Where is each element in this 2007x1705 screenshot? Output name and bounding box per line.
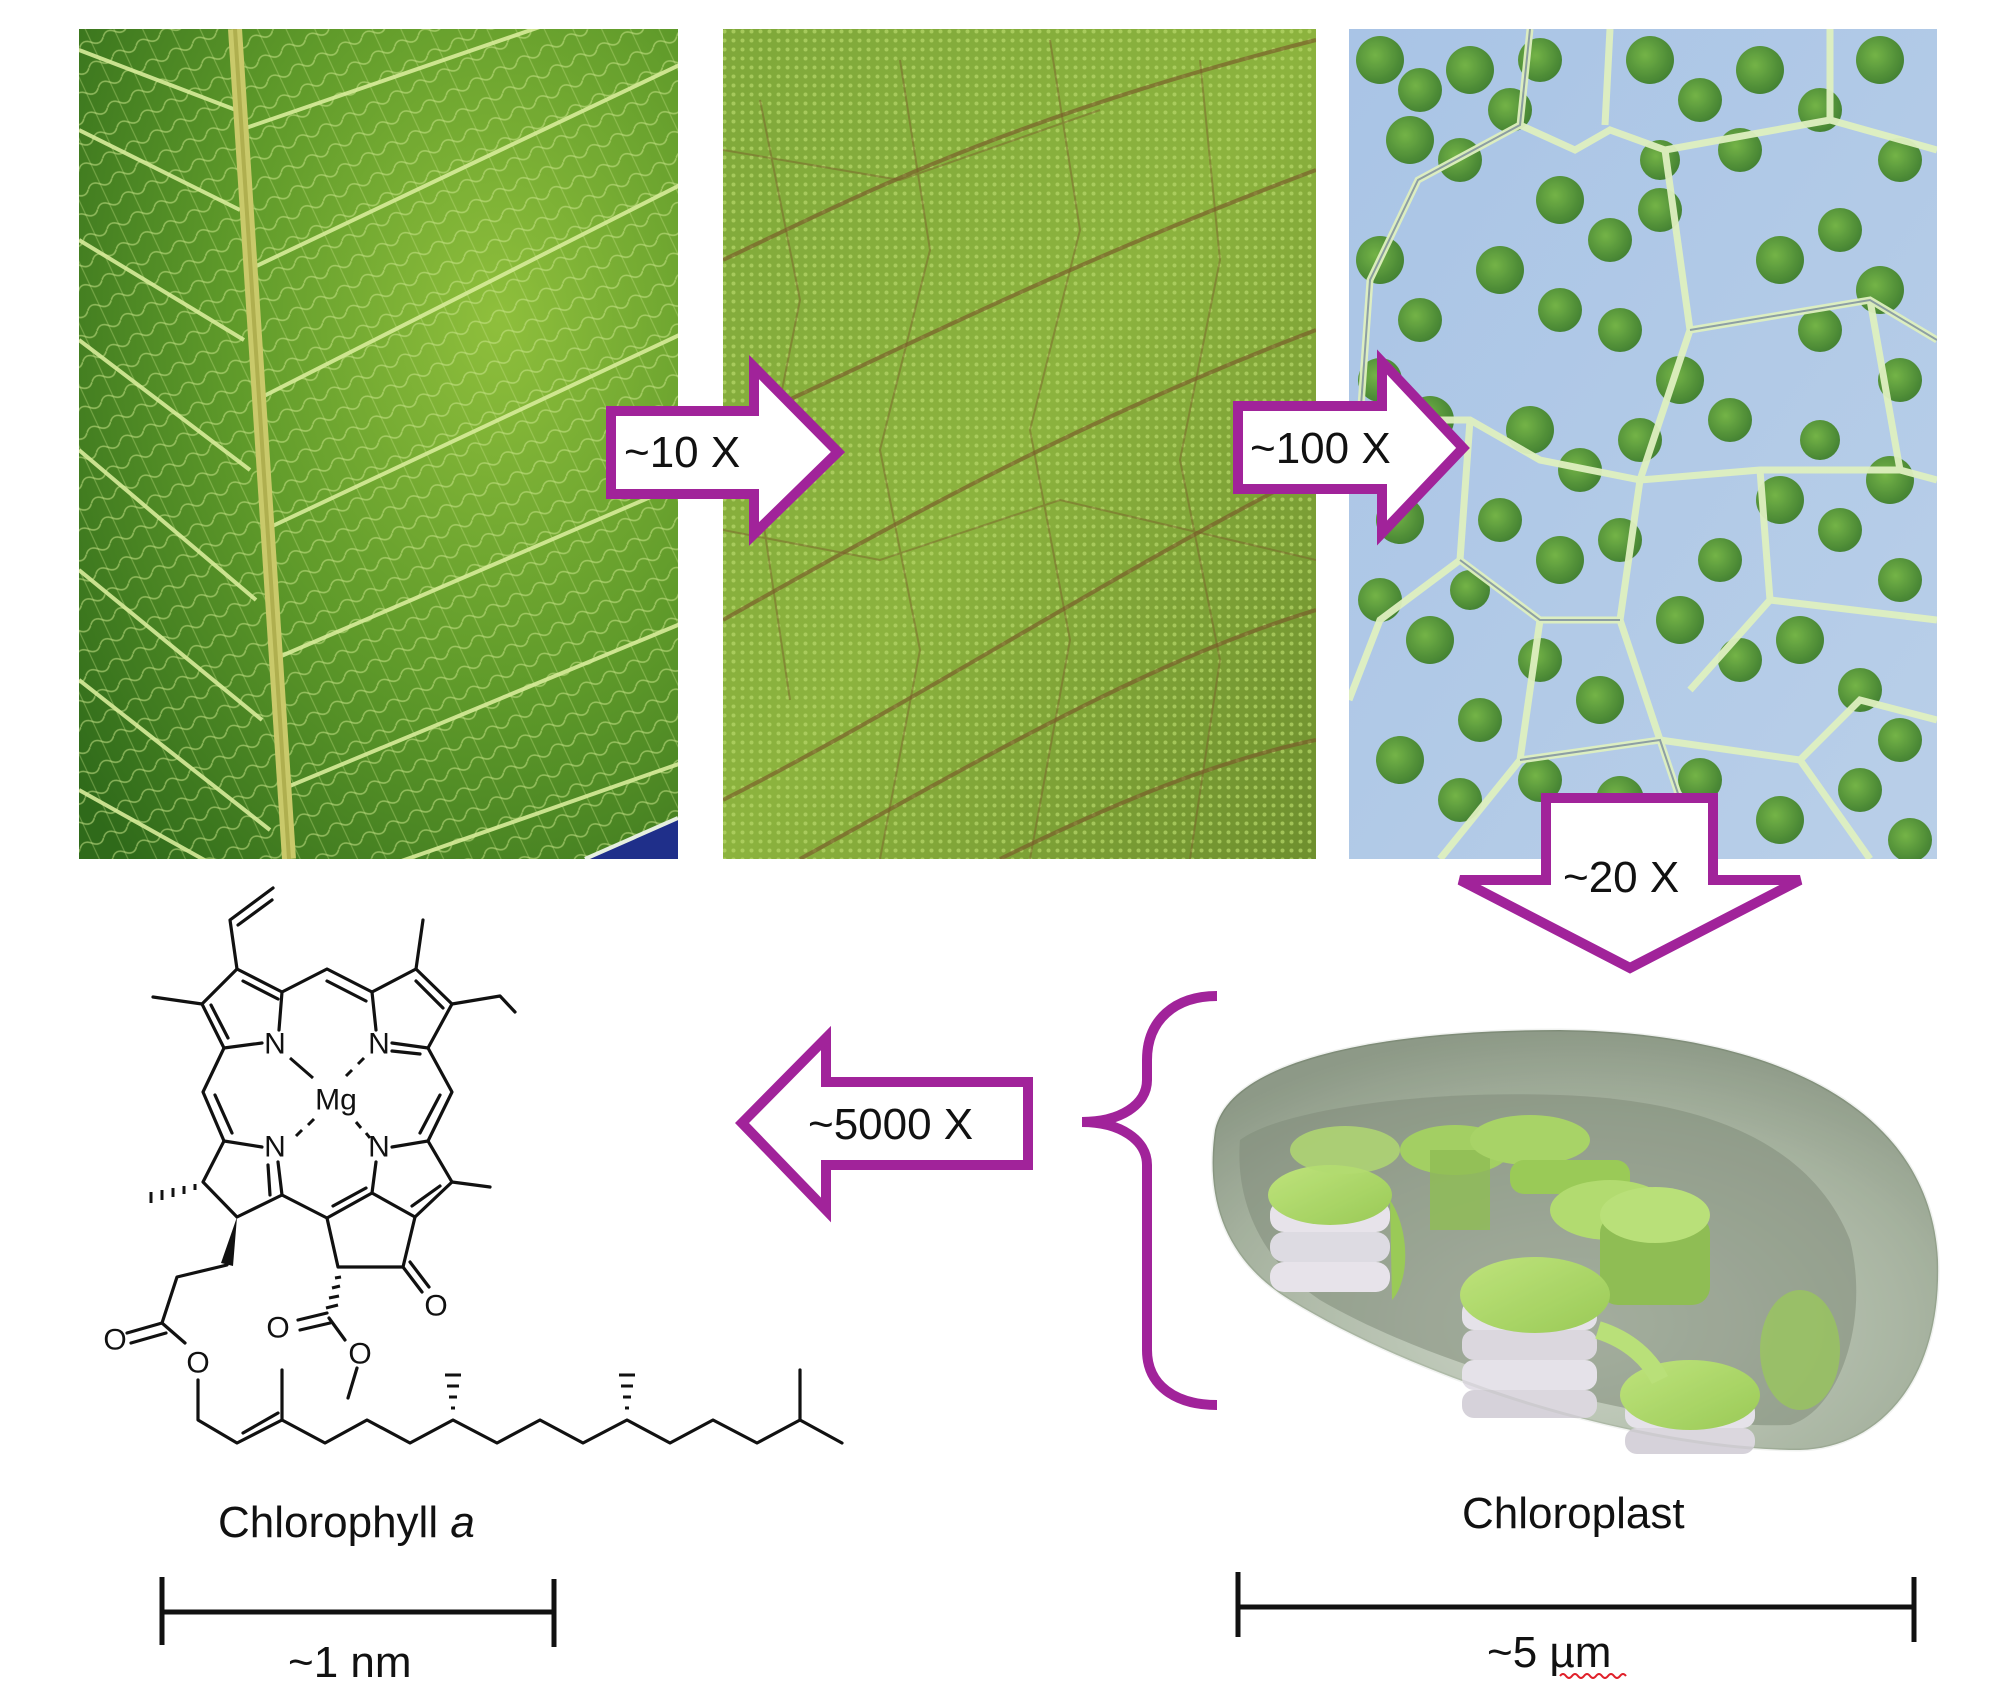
atom-n1: N <box>264 1028 286 1061</box>
atom-mg: Mg <box>315 1084 357 1117</box>
scale-bar-1nm-label: ~1 nm <box>288 1638 412 1687</box>
zoom-arrow-20x: ~20 X <box>1457 793 1803 974</box>
coordination-bonds <box>289 1056 372 1139</box>
atom-o-phytyl-ester: O <box>186 1347 209 1380</box>
atom-o-propionate-carbonyl: O <box>103 1324 126 1357</box>
atom-n3: N <box>264 1131 286 1164</box>
zoom-arrow-5000x: ~5000 X <box>735 1025 1033 1223</box>
atom-o-ketone: O <box>424 1290 447 1323</box>
zoom-arrow-100x-label: ~100 X <box>1250 424 1391 473</box>
chloroplast-illustration <box>1211 1028 1940 1454</box>
atom-n2: N <box>368 1028 390 1061</box>
chlorophyll-a-label: Chlorophyll a <box>218 1498 475 1547</box>
zoom-arrow-10x-label: ~10 X <box>624 428 740 477</box>
chloroplast-label: Chloroplast <box>1462 1489 1685 1538</box>
scale-bar-5um <box>1235 1572 1917 1642</box>
spellcheck-underline <box>1559 1673 1627 1679</box>
hashed-bonds <box>149 1184 635 1410</box>
zoom-arrow-10x: ~10 X <box>606 354 846 546</box>
atom-o-ester-carbonyl: O <box>266 1312 289 1345</box>
atom-n4: N <box>368 1131 390 1164</box>
zoom-arrow-5000x-label: ~5000 X <box>808 1100 973 1149</box>
zoom-arrow-20x-label: ~20 X <box>1563 853 1679 902</box>
scale-bar-5um-label: ~5 µm <box>1487 1628 1611 1677</box>
chlorophyll-a-structure: N N N N Mg O O O O O <box>103 886 844 1445</box>
zoom-arrow-100x: ~100 X <box>1233 349 1470 546</box>
leaf-photo-panel <box>79 29 678 859</box>
leaf-magnified-photo-panel <box>723 29 1316 859</box>
atom-o-methoxy: O <box>348 1338 371 1371</box>
curly-brace <box>1081 991 1218 1410</box>
scale-bar-1nm <box>159 1577 557 1647</box>
thylakoid-grana <box>1268 1115 1840 1454</box>
wedge-bond <box>221 1217 237 1266</box>
